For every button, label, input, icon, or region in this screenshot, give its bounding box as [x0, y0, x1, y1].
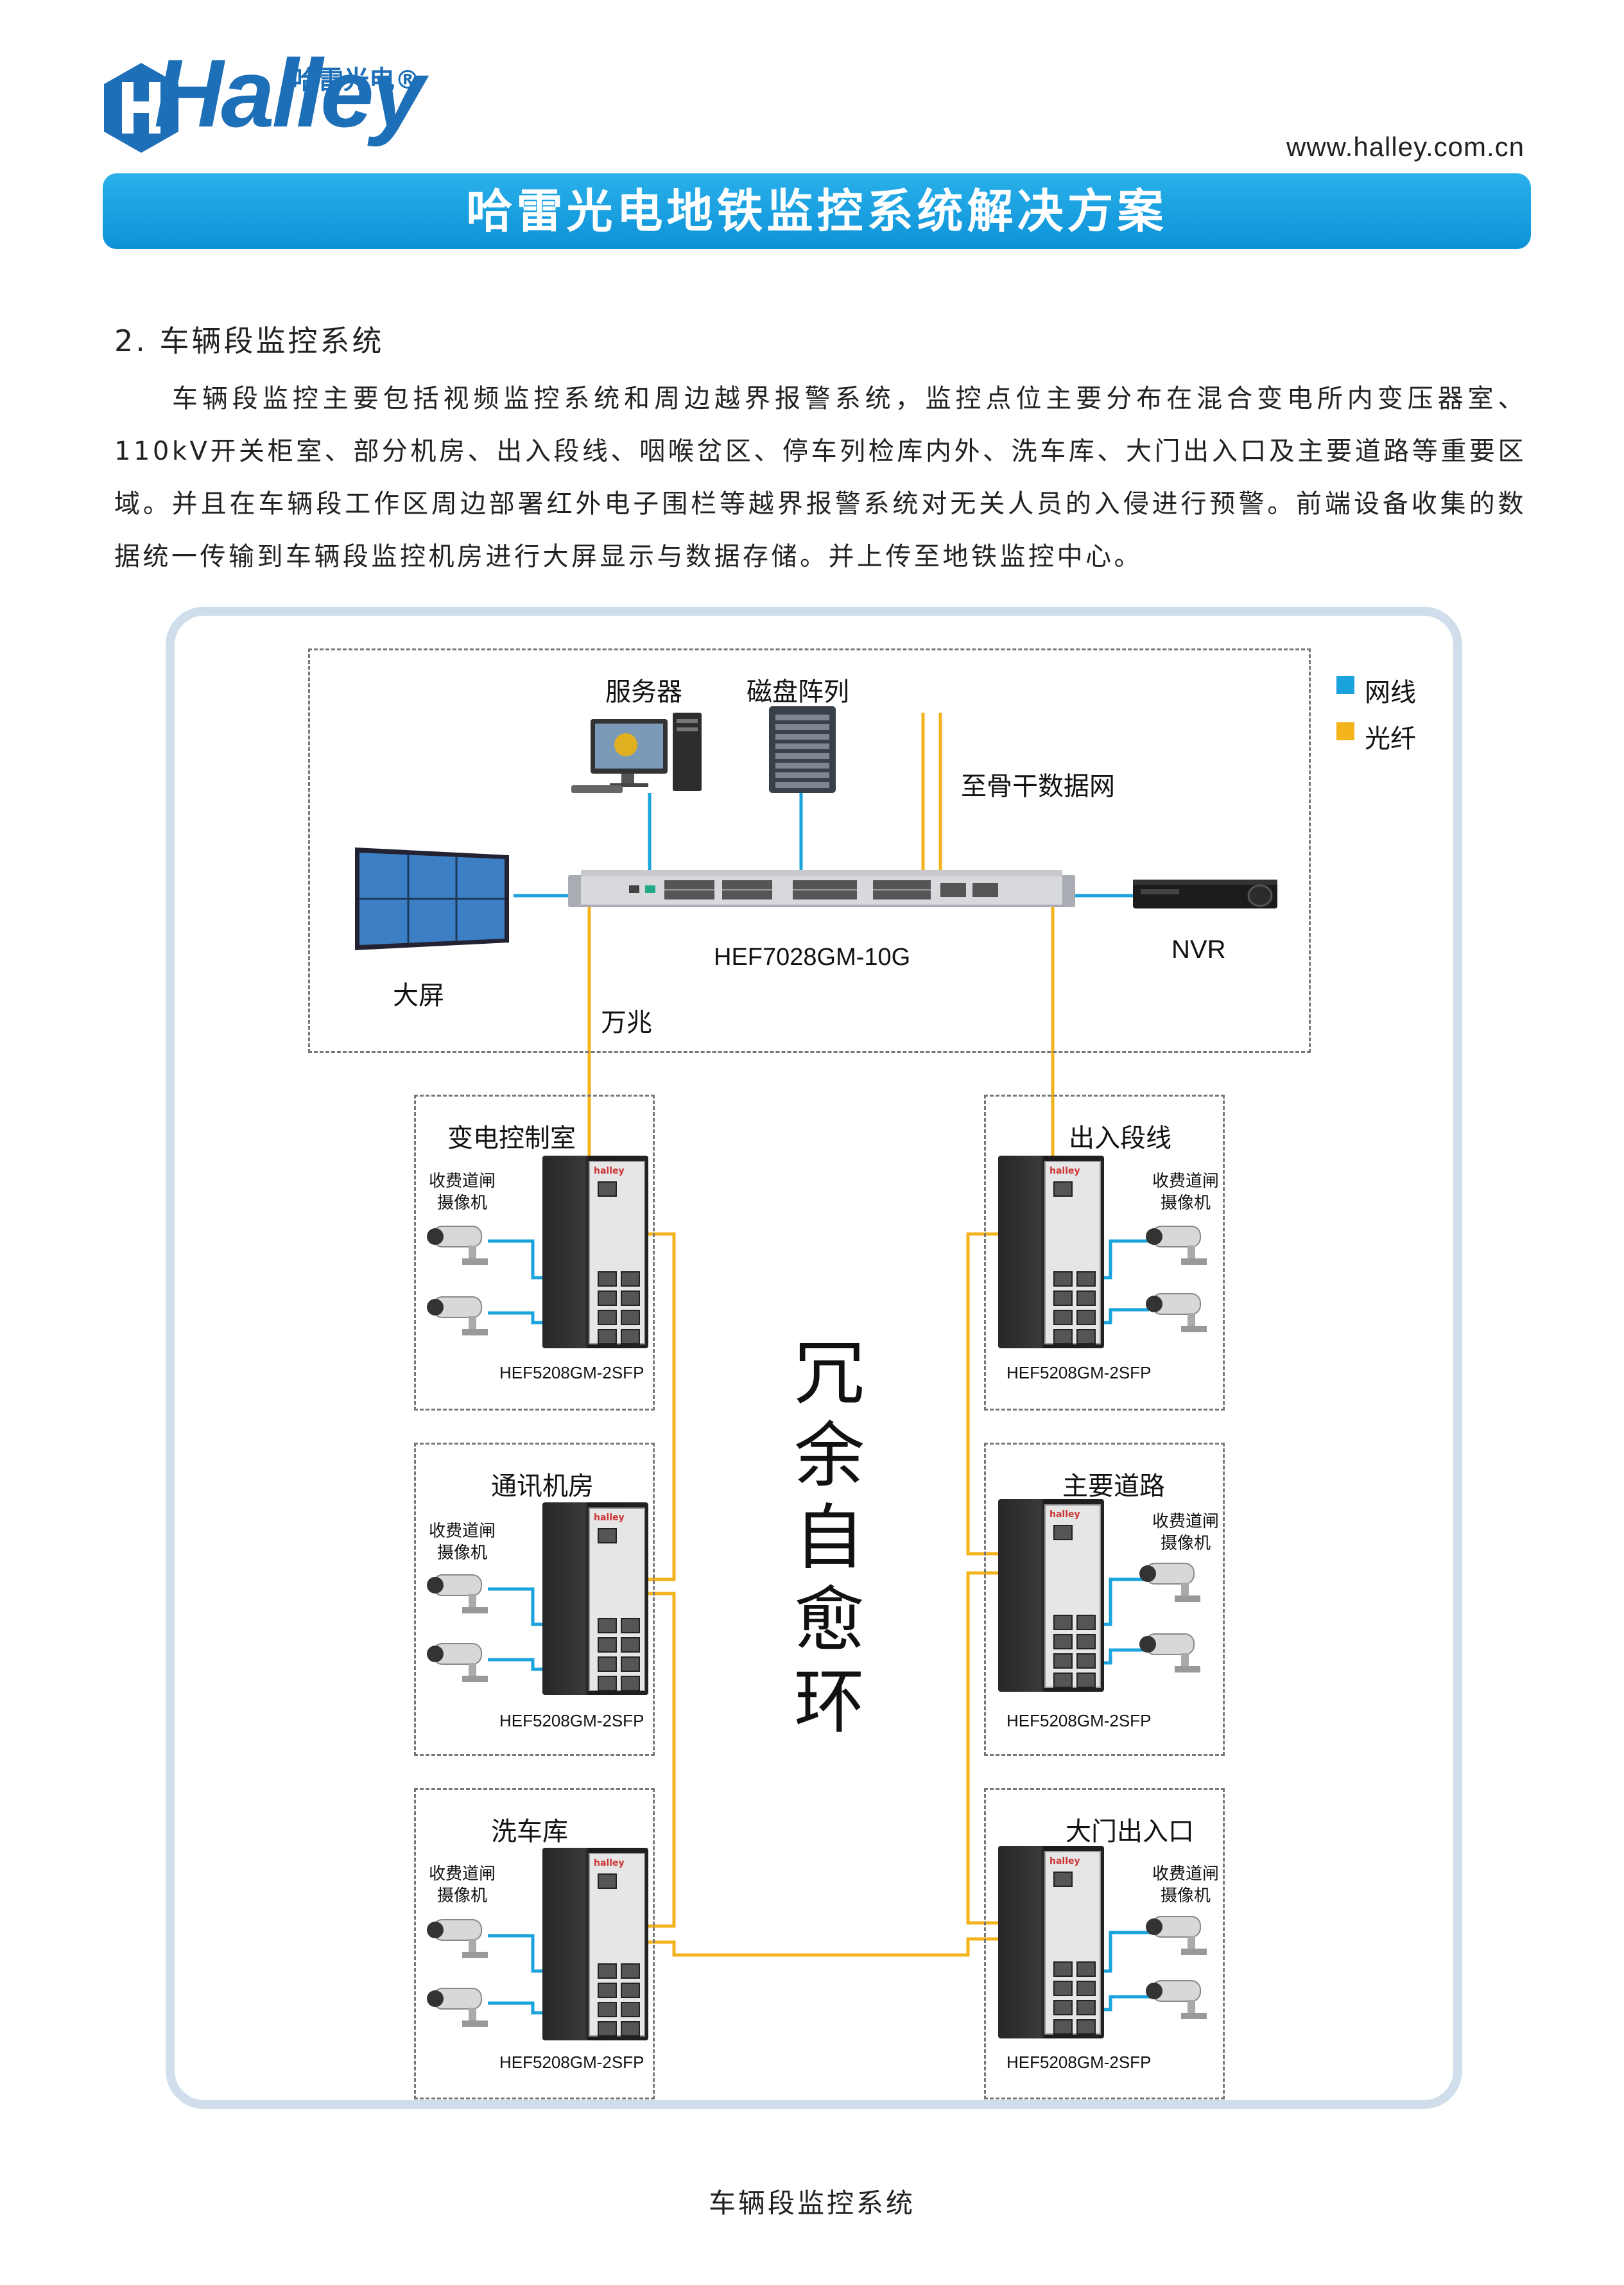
uplink-label: 万兆 — [601, 1008, 652, 1038]
video-wall-icon — [355, 847, 509, 950]
camera-icon — [426, 1988, 488, 2028]
switch-model: HEF5208GM-2SFP — [1006, 1363, 1152, 1382]
switch-model: HEF5208GM-2SFP — [1006, 1711, 1152, 1730]
video-wall-label: 大屏 — [393, 981, 444, 1011]
legend-network-swatch — [1336, 676, 1354, 694]
camera-label: 收费道闸 摄像机 — [429, 1172, 496, 1213]
site-box — [414, 1788, 655, 2099]
nvr-icon — [1133, 880, 1277, 908]
industrial-switch-icon: halley — [998, 1846, 1104, 2038]
switch-model: HEF5208GM-2SFP — [1006, 2053, 1152, 2072]
camera-label: 收费道闸 摄像机 — [1152, 1172, 1220, 1213]
camera-icon — [1145, 1916, 1207, 1956]
site-box — [414, 1443, 655, 1756]
logo-chinese-name: 哈雷光电® — [292, 65, 420, 95]
logo — [103, 56, 404, 166]
camera-icon — [426, 1574, 488, 1614]
site-name: 出入段线 — [1069, 1124, 1171, 1153]
website-url[interactable]: www.halley.com.cn — [1286, 132, 1525, 162]
site-name: 通讯机房 — [491, 1472, 594, 1501]
camera-label: 收费道闸 摄像机 — [429, 1522, 496, 1563]
disk-array-label: 磁盘阵列 — [747, 677, 849, 707]
logo-wordmark: Halley — [154, 39, 425, 147]
diagram-caption: 车辆段监控系统 — [708, 2187, 915, 2219]
camera-icon — [1145, 1293, 1207, 1333]
site-name: 变电控制室 — [447, 1124, 576, 1153]
switch-model: HEF5208GM-2SFP — [499, 1363, 644, 1382]
site-box — [984, 1788, 1225, 2099]
legend-fiber-label: 光纤 — [1365, 724, 1416, 754]
camera-icon — [426, 1919, 488, 1959]
camera-icon — [426, 1226, 488, 1265]
logo-hex-icon — [104, 63, 178, 153]
section-paragraph: 车辆段监控主要包括视频监控系统和周边越界报警系统，监控点位主要分布在混合变电所内… — [114, 384, 1526, 571]
camera-icon — [1145, 1980, 1207, 2020]
camera-icon — [1145, 1226, 1207, 1265]
industrial-switch-icon: halley — [998, 1499, 1104, 1692]
switch-model: HEF5208GM-2SFP — [499, 1711, 644, 1730]
legend-network-label: 网线 — [1365, 678, 1416, 708]
camera-label: 收费道闸 摄像机 — [1152, 1864, 1220, 1906]
site-box — [984, 1443, 1225, 1756]
server-label: 服务器 — [605, 677, 682, 707]
industrial-switch-icon: halley — [542, 1502, 648, 1695]
camera-icon — [1139, 1563, 1201, 1603]
camera-icon — [1139, 1633, 1201, 1673]
camera-label: 收费道闸 摄像机 — [429, 1864, 496, 1906]
legend-fiber-swatch — [1336, 722, 1354, 740]
camera-label: 收费道闸 摄像机 — [1152, 1512, 1220, 1553]
page-title: 哈雷光电地铁监控系统解决方案 — [466, 184, 1168, 238]
nvr-label: NVR — [1171, 935, 1226, 964]
site-name: 大门出入口 — [1066, 1817, 1194, 1846]
core-switch-model: HEF7028GM-10G — [714, 944, 911, 971]
industrial-switch-icon: halley — [542, 1156, 648, 1348]
industrial-switch-icon: halley — [542, 1848, 648, 2040]
ring-label: 冗余自愈环 — [794, 1332, 865, 1743]
core-switch-icon — [568, 870, 1075, 907]
site-name: 主要道路 — [1062, 1472, 1165, 1501]
backbone-label: 至骨干数据网 — [961, 772, 1115, 801]
site-box — [984, 1095, 1225, 1411]
industrial-switch-icon: halley — [998, 1156, 1104, 1348]
site-name: 洗车库 — [491, 1817, 568, 1846]
server-icon — [571, 713, 702, 793]
title-banner: 哈雷光电地铁监控系统解决方案 — [103, 173, 1531, 249]
core-area — [308, 648, 1311, 1053]
site-box — [414, 1095, 655, 1411]
camera-icon — [426, 1643, 488, 1683]
section-heading: 2. 车辆段监控系统 — [114, 324, 384, 358]
disk-array-icon — [769, 706, 836, 793]
camera-icon — [426, 1296, 488, 1336]
switch-model: HEF5208GM-2SFP — [499, 2053, 644, 2072]
